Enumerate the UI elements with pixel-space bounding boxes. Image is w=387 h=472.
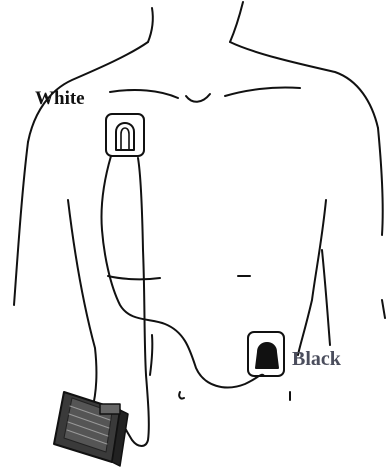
neck-left-line — [148, 8, 153, 42]
right-flank-line — [298, 200, 326, 355]
chest-line-left — [108, 276, 160, 279]
lead-wire-main — [101, 156, 264, 387]
right-arm-line — [378, 128, 383, 235]
navel-mark — [179, 392, 184, 399]
sternal-notch — [186, 94, 210, 102]
left-flank-line — [68, 200, 96, 410]
right-back-line — [322, 250, 330, 345]
right-collarbone — [225, 87, 300, 96]
white-electrode — [106, 114, 144, 156]
left-arm-line — [14, 142, 28, 305]
right-shoulder-line — [230, 42, 378, 128]
lead-wire — [100, 156, 264, 446]
left-collarbone — [110, 90, 178, 98]
black-electrode-label: Black — [292, 348, 341, 371]
abdomen-line — [150, 335, 152, 375]
right-arm-mark — [382, 300, 385, 318]
white-electrode-label: White — [35, 88, 85, 110]
neck-right-line — [230, 2, 243, 42]
holter-monitor — [54, 392, 128, 466]
black-electrode — [248, 332, 284, 376]
